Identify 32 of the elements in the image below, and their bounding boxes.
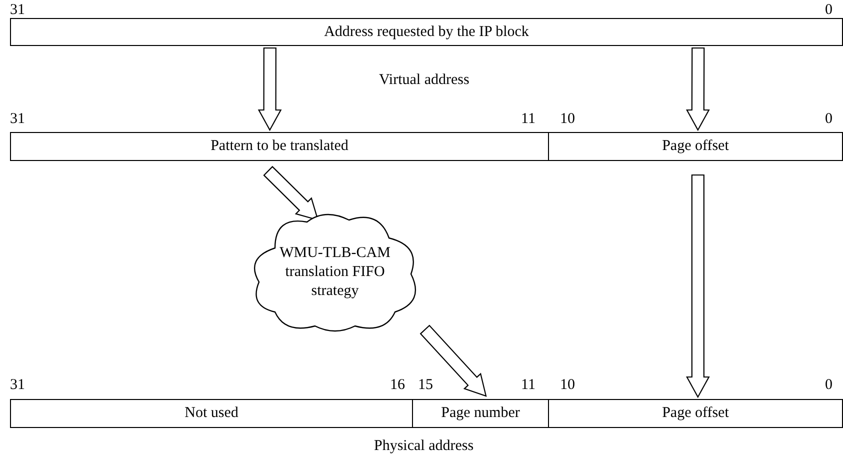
bit-field-box xyxy=(412,399,549,428)
node-text: Page offset xyxy=(662,404,729,423)
bit-index: 16 xyxy=(390,377,405,393)
bit-index: 11 xyxy=(521,111,536,127)
hollow-arrow xyxy=(263,166,319,221)
bit-index: 15 xyxy=(418,377,433,393)
hollow-arrow xyxy=(420,324,487,397)
bit-index: 31 xyxy=(10,111,25,127)
bit-index: 0 xyxy=(825,2,832,18)
bit-field-box xyxy=(10,18,843,46)
bit-index: 10 xyxy=(560,111,575,127)
bit-index: 11 xyxy=(521,377,536,393)
bit-index: 0 xyxy=(825,111,832,127)
node-text: WMU-TLB-CAM translation FIFO strategy xyxy=(278,244,392,300)
hollow-arrow xyxy=(258,47,282,132)
field-caption: Virtual address xyxy=(379,72,470,88)
hollow-arrow xyxy=(686,47,710,132)
bit-field-box xyxy=(548,399,843,428)
node-text: Pattern to be translated xyxy=(210,137,348,156)
field-caption: Physical address xyxy=(374,438,474,454)
bit-field-box xyxy=(10,399,413,428)
node-text: Not used xyxy=(184,404,238,423)
hollow-arrow xyxy=(686,174,710,398)
bit-index: 0 xyxy=(825,377,832,393)
node-text: Page offset xyxy=(662,137,729,156)
node-text: Page number xyxy=(441,404,520,423)
bit-index: 31 xyxy=(10,2,25,18)
node-text: Address requested by the IP block xyxy=(324,22,529,42)
bit-index: 10 xyxy=(560,377,575,393)
bit-index: 31 xyxy=(10,377,25,393)
bit-field-box xyxy=(548,132,843,161)
bit-field-box xyxy=(10,132,549,161)
